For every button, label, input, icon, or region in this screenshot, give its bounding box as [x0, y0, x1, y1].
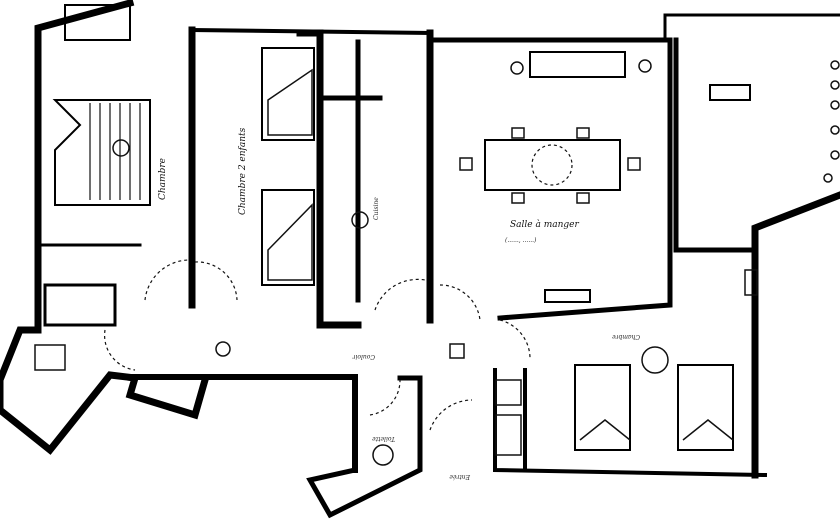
label-toilet: Toilette — [372, 435, 395, 442]
label-bedroom-children: Chambre 2 enfants — [238, 127, 248, 215]
label-corridor: Couloir — [351, 353, 375, 360]
label-bedroom-parents: Chambre — [158, 158, 168, 200]
label-dining: Salle à manger — [510, 219, 579, 230]
label-dining-note: (......, ......) — [505, 237, 537, 244]
door-swings — [104, 259, 531, 431]
dining-table — [459, 51, 641, 303]
walls — [0, 0, 840, 519]
fixtures — [34, 4, 840, 466]
label-entrance: Entrée — [449, 473, 471, 480]
beds — [52, 47, 734, 451]
room-labels: Salle à manger (......, ......) Chambre … — [158, 127, 640, 480]
label-bedroom-bottom: Chambre — [612, 333, 640, 340]
label-kitchen: Cuisine — [373, 197, 380, 220]
